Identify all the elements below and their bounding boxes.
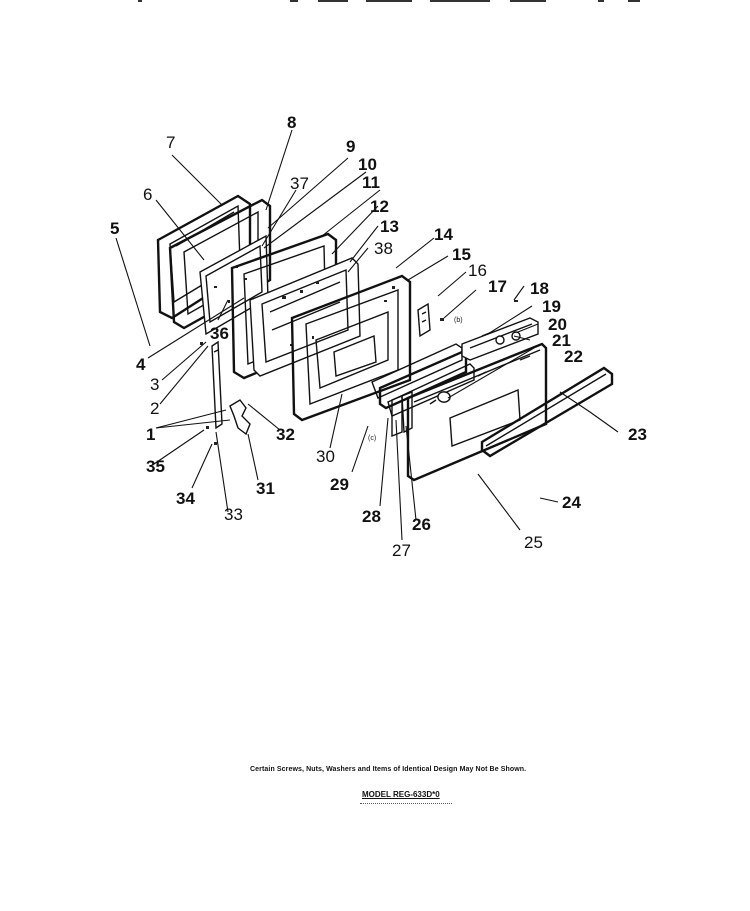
callout-23: 23 [628,425,647,444]
callout-33: 33 [224,505,243,524]
callout-11: 11 [362,173,380,192]
door-trim-strip [461,317,539,361]
callout-36: 36 [210,324,229,343]
callout-34: 34 [176,489,195,508]
footer-notice: Certain Screws, Nuts, Washers and Items … [250,766,527,773]
callout-16: 16 [468,261,487,280]
inner-glass-assembly [249,257,361,377]
callout-5: 5 [110,219,119,238]
callout-2: 2 [150,399,159,418]
callout-31: 31 [256,479,275,498]
callout-24: 24 [562,493,581,512]
callout-12: 12 [370,197,389,216]
callout-22: 22 [564,347,583,366]
callout-8: 8 [287,113,296,132]
callout-leader-lines [115,129,619,541]
door-hinge-parts [200,340,251,445]
callout-15: 15 [452,245,471,264]
callout-6: 6 [143,185,152,204]
callout-19: 19 [542,297,561,316]
mark-b: (b) [454,317,463,324]
mark-c: (c) [368,435,376,442]
callout-1: 1 [146,425,155,444]
callout-28: 28 [362,507,381,526]
callout-32: 32 [276,425,295,444]
model-underline-fineprint [360,803,452,806]
callout-14: 14 [434,225,453,244]
callout-4: 4 [136,355,146,374]
model-number: MODEL REG-633D*0 [362,790,440,799]
hinge-bracket-parts [417,300,518,338]
callout-13: 13 [380,217,399,236]
door-handle [480,366,614,458]
callout-30: 30 [316,447,335,466]
callout-21: 21 [552,331,571,350]
outer-door-panel [406,342,548,482]
callout-35: 35 [146,457,165,476]
callout-7: 7 [166,133,175,152]
part-callout-labels: 7 8 9 10 11 37 6 12 13 5 14 38 15 16 17 … [110,113,647,560]
callout-9: 9 [346,137,355,156]
callout-3: 3 [150,375,159,394]
door-window-frame [290,274,412,422]
callout-37: 37 [290,174,309,193]
callout-27: 27 [392,541,411,560]
callout-26: 26 [412,515,431,534]
callout-17: 17 [488,277,507,296]
callout-25: 25 [524,533,543,552]
callout-38: 38 [374,239,393,258]
callout-18: 18 [530,279,549,298]
callout-20: 20 [548,315,567,334]
callout-10: 10 [358,155,377,174]
scan-top-edge-marks [138,0,640,2]
callout-29: 29 [330,475,349,494]
